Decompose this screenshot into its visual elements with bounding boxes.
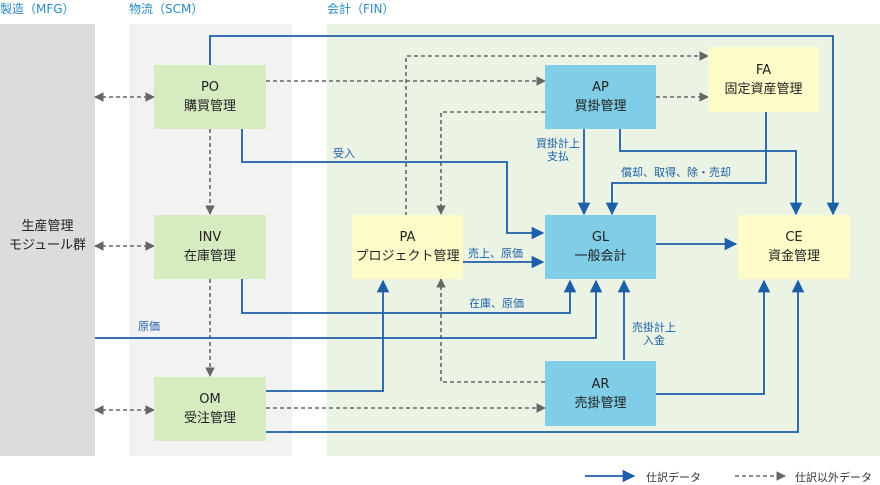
edge-label-ar-gl: 売掛計上 入金	[624, 321, 684, 347]
node-pa-name: プロジェクト管理	[355, 249, 460, 264]
edge-om-ce	[266, 279, 805, 433]
edge-label-fa-gl: 償却、取得、除・売却	[621, 166, 731, 179]
edge-ap-pa	[436, 111, 545, 215]
node-po[interactable]: PO 購買管理	[154, 65, 266, 129]
node-fa-code: FA	[755, 62, 772, 78]
node-gl-name: 一般会計	[574, 249, 627, 264]
node-ap[interactable]: AP 買掛管理	[545, 65, 656, 129]
node-om[interactable]: OM 受注管理	[154, 377, 266, 441]
node-inv-code: INV	[198, 230, 222, 245]
node-po-code: PO	[200, 80, 220, 95]
node-ar-code: AR	[591, 376, 610, 392]
edge-label-ar-line1: 売掛計上	[632, 321, 676, 334]
edge-fa-gl	[605, 112, 767, 216]
mfg-module-group: 生産管理 モジュール群	[0, 210, 95, 262]
edge-label-inv-gl: 在庫、原価	[469, 297, 524, 310]
edge-om-pa	[266, 279, 390, 392]
node-fa[interactable]: FA 固定資産管理	[708, 47, 819, 112]
node-om-code: OM	[199, 392, 221, 407]
edge-label-ar-line2: 入金	[643, 334, 665, 347]
edge-label-receipt: 受入	[333, 147, 355, 160]
edge-inv-gl	[241, 279, 577, 314]
edge-label-ap-gl: 買掛計上 支払	[528, 137, 588, 163]
node-po-name: 購買管理	[183, 99, 236, 114]
edge-cost-gl	[95, 279, 603, 339]
node-ce[interactable]: CE 資金管理	[738, 215, 850, 279]
mfg-group-line2: モジュール群	[8, 238, 87, 253]
mfg-group-line1: 生産管理	[21, 219, 74, 234]
node-pa-code: PA	[399, 230, 416, 245]
edge-label-pa-gl: 売上、原価	[468, 247, 523, 260]
node-inv-name: 在庫管理	[183, 249, 236, 264]
node-fa-name: 固定資産管理	[724, 81, 803, 97]
edge-po-ce	[209, 35, 840, 216]
scm-region-label: 物流（SCM）	[129, 2, 204, 16]
node-gl[interactable]: GL 一般会計	[545, 215, 656, 279]
edge-label-ap-line2: 支払	[547, 150, 569, 163]
node-ar-name: 売掛管理	[574, 395, 627, 411]
node-ce-code: CE	[785, 230, 803, 245]
solid-edges	[95, 35, 840, 433]
edge-pa-ar	[436, 278, 545, 383]
edge-po-gl	[241, 129, 545, 240]
dashed-edges	[94, 51, 709, 415]
edge-ap-ce	[619, 129, 803, 216]
legend-solid-label: 仕訳データ	[646, 471, 701, 484]
node-ap-code: AP	[592, 80, 609, 95]
node-ar[interactable]: AR 売掛管理	[545, 361, 656, 426]
node-om-name: 受注管理	[183, 411, 236, 426]
node-ce-name: 資金管理	[767, 249, 820, 264]
edge-ar-ce	[656, 279, 771, 395]
node-inv[interactable]: INV 在庫管理	[154, 215, 266, 279]
mfg-region-label: 製造（MFG）	[0, 2, 75, 16]
legend-dashed-label: 仕訳以外データ	[795, 471, 872, 484]
node-gl-code: GL	[591, 230, 610, 245]
node-ap-name: 買掛管理	[574, 99, 627, 114]
node-pa[interactable]: PA プロジェクト管理	[352, 215, 463, 279]
mfg-region	[0, 24, 95, 456]
edge-label-cost: 原価	[138, 320, 160, 333]
fin-region-label: 会計（FIN）	[327, 2, 395, 16]
edge-label-ap-line1: 買掛計上	[536, 137, 580, 150]
